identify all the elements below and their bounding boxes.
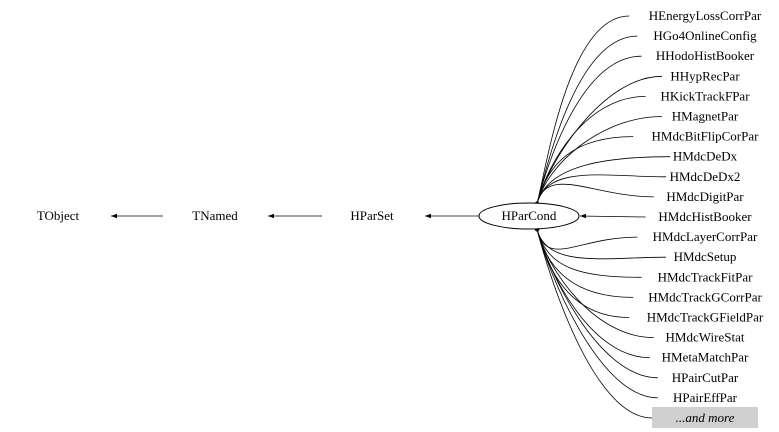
node-tnamed[interactable]: TNamed [192, 208, 238, 223]
edge-hmdclayercorrpar [536, 228, 638, 250]
hparcond-ellipse [478, 202, 580, 230]
node-hmdcwirestat[interactable]: HMdcWireStat [666, 330, 745, 345]
edge-hmdcwirestat [536, 228, 654, 338]
more-node[interactable]: ...and more [652, 407, 758, 428]
hparcond-label: HParCond [502, 208, 557, 223]
node-hmdctrackfitpar[interactable]: HMdcTrackFitPar [658, 269, 754, 284]
node-hhodohistbooker[interactable]: HHodoHistBooker [656, 48, 755, 63]
edge-henergylosscorrpar [536, 15, 630, 205]
more-box [652, 407, 758, 428]
node-hmdcdedx[interactable]: HMdcDeDx [673, 149, 738, 164]
child-nodes-group: HEnergyLossCorrParHGo4OnlineConfigHHodoH… [647, 8, 764, 405]
node-hmdctrackgcorrpar[interactable]: HMdcTrackGCorrPar [648, 289, 762, 304]
node-hparcond[interactable]: HParCond [478, 202, 580, 230]
edge-child-10-arrowhead [580, 213, 586, 219]
edge-hmdcdedx2 [536, 174, 667, 205]
node-henergylosscorrpar[interactable]: HEnergyLossCorrPar [649, 8, 762, 23]
node-hmdchistbooker[interactable]: HMdcHistBooker [658, 209, 752, 224]
edge-hparset-tnamed-arrowhead [268, 213, 274, 219]
node-hmagnetpar[interactable]: HMagnetPar [672, 109, 739, 124]
node-hmdcdedx2[interactable]: HMdcDeDx2 [670, 169, 741, 184]
node-hmdcbitflipcorpar[interactable]: HMdcBitFlipCorPar [652, 129, 760, 144]
node-hpaircutpar[interactable]: HPairCutPar [672, 370, 739, 385]
node-hmdcsetup[interactable]: HMdcSetup [674, 249, 737, 264]
edge-hmdcsetup [536, 228, 667, 260]
edge-hmdctrackgfieldpar [536, 228, 630, 318]
node-hparset[interactable]: HParSet [350, 208, 394, 223]
node-hkicktrackfpar[interactable]: HKickTrackFPar [660, 88, 750, 103]
edge-hpaireffpar [536, 228, 658, 399]
node-hgo4onlineconfig[interactable]: HGo4OnlineConfig [653, 28, 757, 43]
node-hpaireffpar[interactable]: HPairEffPar [673, 390, 738, 405]
edge-hmagnetpar [536, 116, 663, 205]
node-hmetamatchpar[interactable]: HMetaMatchPar [662, 350, 749, 365]
node-tobject[interactable]: TObject [37, 208, 80, 223]
more-label: ...and more [676, 410, 735, 425]
node-hmdclayercorrpar[interactable]: HMdcLayerCorrPar [653, 229, 758, 244]
edge-more [536, 228, 653, 419]
node-hmdcdigitpar[interactable]: HMdcDigitPar [666, 189, 744, 204]
edge-hmdcbitflipcorpar [536, 136, 634, 205]
edge-child-10 [579, 215, 646, 218]
edge-hmdcdigitpar [536, 183, 654, 205]
edge-hparcond-hparset-arrowhead [425, 213, 431, 219]
edge-hhodohistbooker [536, 55, 642, 205]
node-hhyprecpar[interactable]: HHypRecPar [670, 68, 740, 83]
edge-hmdctrackfitpar [536, 228, 642, 278]
edge-tnamed-tobject-arrowhead [111, 213, 117, 219]
node-hmdctrackgfieldpar[interactable]: HMdcTrackGFieldPar [647, 310, 764, 325]
